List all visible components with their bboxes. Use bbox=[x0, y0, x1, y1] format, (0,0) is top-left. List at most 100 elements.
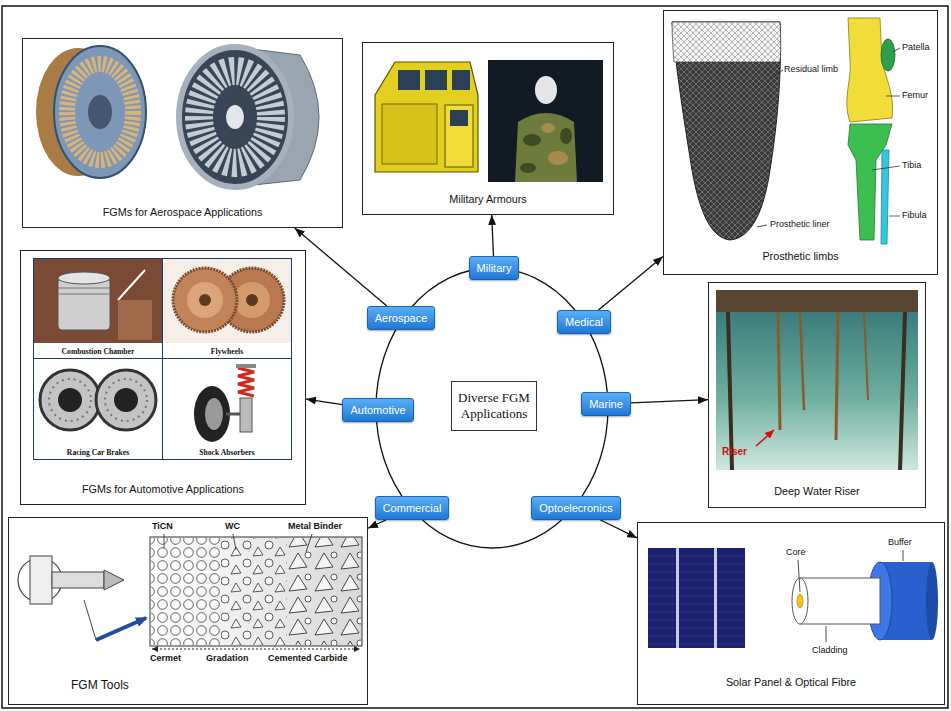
shock-absorber-photo bbox=[238, 368, 254, 396]
armour-vest bbox=[488, 60, 603, 182]
riser-photo bbox=[716, 290, 918, 312]
armoured-vehicle bbox=[398, 70, 420, 90]
component-cell: Racing Car Brakes bbox=[33, 358, 163, 460]
optical-fibre bbox=[792, 578, 808, 624]
component-cell: Flywheels bbox=[162, 258, 292, 359]
cutting-tool bbox=[52, 572, 104, 588]
fibre-part-label: Cladding bbox=[812, 645, 848, 655]
category-box: Marine bbox=[581, 392, 631, 416]
leader-line bbox=[886, 96, 900, 97]
gradient-microstructure bbox=[151, 538, 221, 645]
category-box: Military bbox=[469, 256, 520, 280]
riser-photo bbox=[864, 312, 868, 400]
gradation-axis bbox=[152, 649, 360, 650]
armoured-vehicle bbox=[445, 105, 473, 167]
combustion-chamber-photo bbox=[58, 288, 110, 289]
knee-bones bbox=[881, 39, 895, 71]
combustion-chamber-photo bbox=[58, 278, 110, 330]
gradient-microstructure bbox=[150, 537, 362, 646]
jet-engines bbox=[226, 105, 244, 129]
gradient-microstructure bbox=[150, 534, 362, 649]
fibre-part-label: Core bbox=[786, 547, 806, 557]
flywheel-photo bbox=[173, 268, 237, 332]
riser-photo bbox=[778, 312, 780, 430]
cell-caption: Flywheels bbox=[163, 347, 291, 356]
bone-label: Tibia bbox=[902, 160, 921, 170]
riser-photo bbox=[900, 312, 905, 470]
combustion-chamber-photo bbox=[34, 259, 162, 343]
armoured-vehicle bbox=[452, 70, 470, 90]
combustion-chamber-photo bbox=[118, 300, 152, 340]
application-panel: FGMs for Automotive ApplicationsCombusti… bbox=[20, 250, 306, 505]
optical-fibre bbox=[926, 562, 938, 640]
brake-disc-photo bbox=[58, 388, 82, 412]
connector-arrow bbox=[492, 215, 494, 256]
leader-line bbox=[826, 626, 827, 642]
leader-line bbox=[233, 534, 236, 550]
category-label: Optoelecronics bbox=[539, 502, 612, 514]
armour-vest bbox=[488, 60, 603, 182]
cutting-tool bbox=[96, 618, 146, 640]
category-label: Marine bbox=[589, 398, 623, 410]
shock-absorber-photo bbox=[236, 364, 256, 368]
prosthetic-socket bbox=[672, 22, 781, 240]
bone-label: Fibula bbox=[902, 210, 927, 220]
flywheel-photo bbox=[187, 282, 223, 318]
part-label: Prosthetic liner bbox=[770, 219, 830, 229]
brake-disc-photo bbox=[96, 370, 156, 430]
armoured-vehicle bbox=[425, 70, 447, 90]
connector-arrow bbox=[306, 399, 342, 405]
part-label: Residual limb bbox=[784, 64, 838, 74]
panel-title: FGMs for Automotive Applications bbox=[21, 483, 305, 495]
application-panel: Prosthetic limbs bbox=[663, 10, 938, 275]
category-box: Medical bbox=[557, 310, 611, 334]
armour-vest bbox=[535, 76, 557, 104]
panel-title: Prosthetic limbs bbox=[664, 250, 937, 262]
jet-engines bbox=[179, 47, 291, 187]
callout-label: Riser bbox=[722, 446, 747, 458]
flywheel-photo bbox=[164, 259, 292, 343]
leader-line bbox=[903, 550, 904, 561]
cell-caption: Racing Car Brakes bbox=[34, 448, 162, 457]
application-panel: FGMs for Aerospace Applications bbox=[22, 38, 343, 228]
combustion-chamber-photo bbox=[58, 272, 110, 284]
brake-disc-photo bbox=[49, 379, 91, 421]
central-box: Diverse FGM Applications bbox=[451, 381, 537, 432]
cutting-tool bbox=[30, 556, 52, 604]
armoured-vehicle bbox=[450, 110, 468, 126]
flywheel-photo bbox=[164, 259, 292, 343]
solar-cell bbox=[648, 548, 745, 648]
central-title: Diverse FGM Applications bbox=[456, 390, 532, 423]
connector-arrow bbox=[631, 400, 708, 403]
jet-engines bbox=[88, 95, 112, 129]
panel-title: Deep Water Riser bbox=[709, 485, 925, 497]
knee-bones bbox=[847, 18, 900, 244]
panel-title: Solar Panel & Optical Fibre bbox=[638, 676, 944, 688]
optical-fibre bbox=[797, 594, 803, 608]
armoured-vehicle bbox=[375, 62, 478, 172]
category-box: Commercial bbox=[375, 496, 450, 520]
jet-engines bbox=[67, 64, 133, 160]
solar-cell bbox=[648, 556, 745, 644]
panel-title: FGM Tools bbox=[71, 678, 367, 692]
connector-arrow bbox=[295, 228, 387, 306]
gradient-microstructure bbox=[287, 538, 361, 645]
application-panel: Military Armours bbox=[362, 42, 614, 215]
jet-engines bbox=[36, 46, 319, 187]
combustion-chamber-photo bbox=[58, 294, 110, 295]
solar-cell bbox=[676, 548, 679, 648]
gradient-microstructure bbox=[221, 538, 287, 645]
armour-vest bbox=[548, 151, 568, 165]
shock-absorber-photo bbox=[205, 398, 223, 430]
application-panel: FGM Tools bbox=[8, 517, 368, 705]
shock-absorber-photo bbox=[194, 386, 230, 442]
flywheel-photo bbox=[199, 294, 211, 306]
phase-label: WC bbox=[225, 521, 240, 531]
optical-fibre bbox=[792, 550, 938, 642]
brake-disc-photo bbox=[105, 379, 147, 421]
brake-disc-photo bbox=[40, 370, 100, 430]
brake-disc-photo bbox=[40, 370, 156, 430]
zone-label: Gradation bbox=[206, 653, 249, 663]
knee-bones bbox=[881, 150, 889, 244]
